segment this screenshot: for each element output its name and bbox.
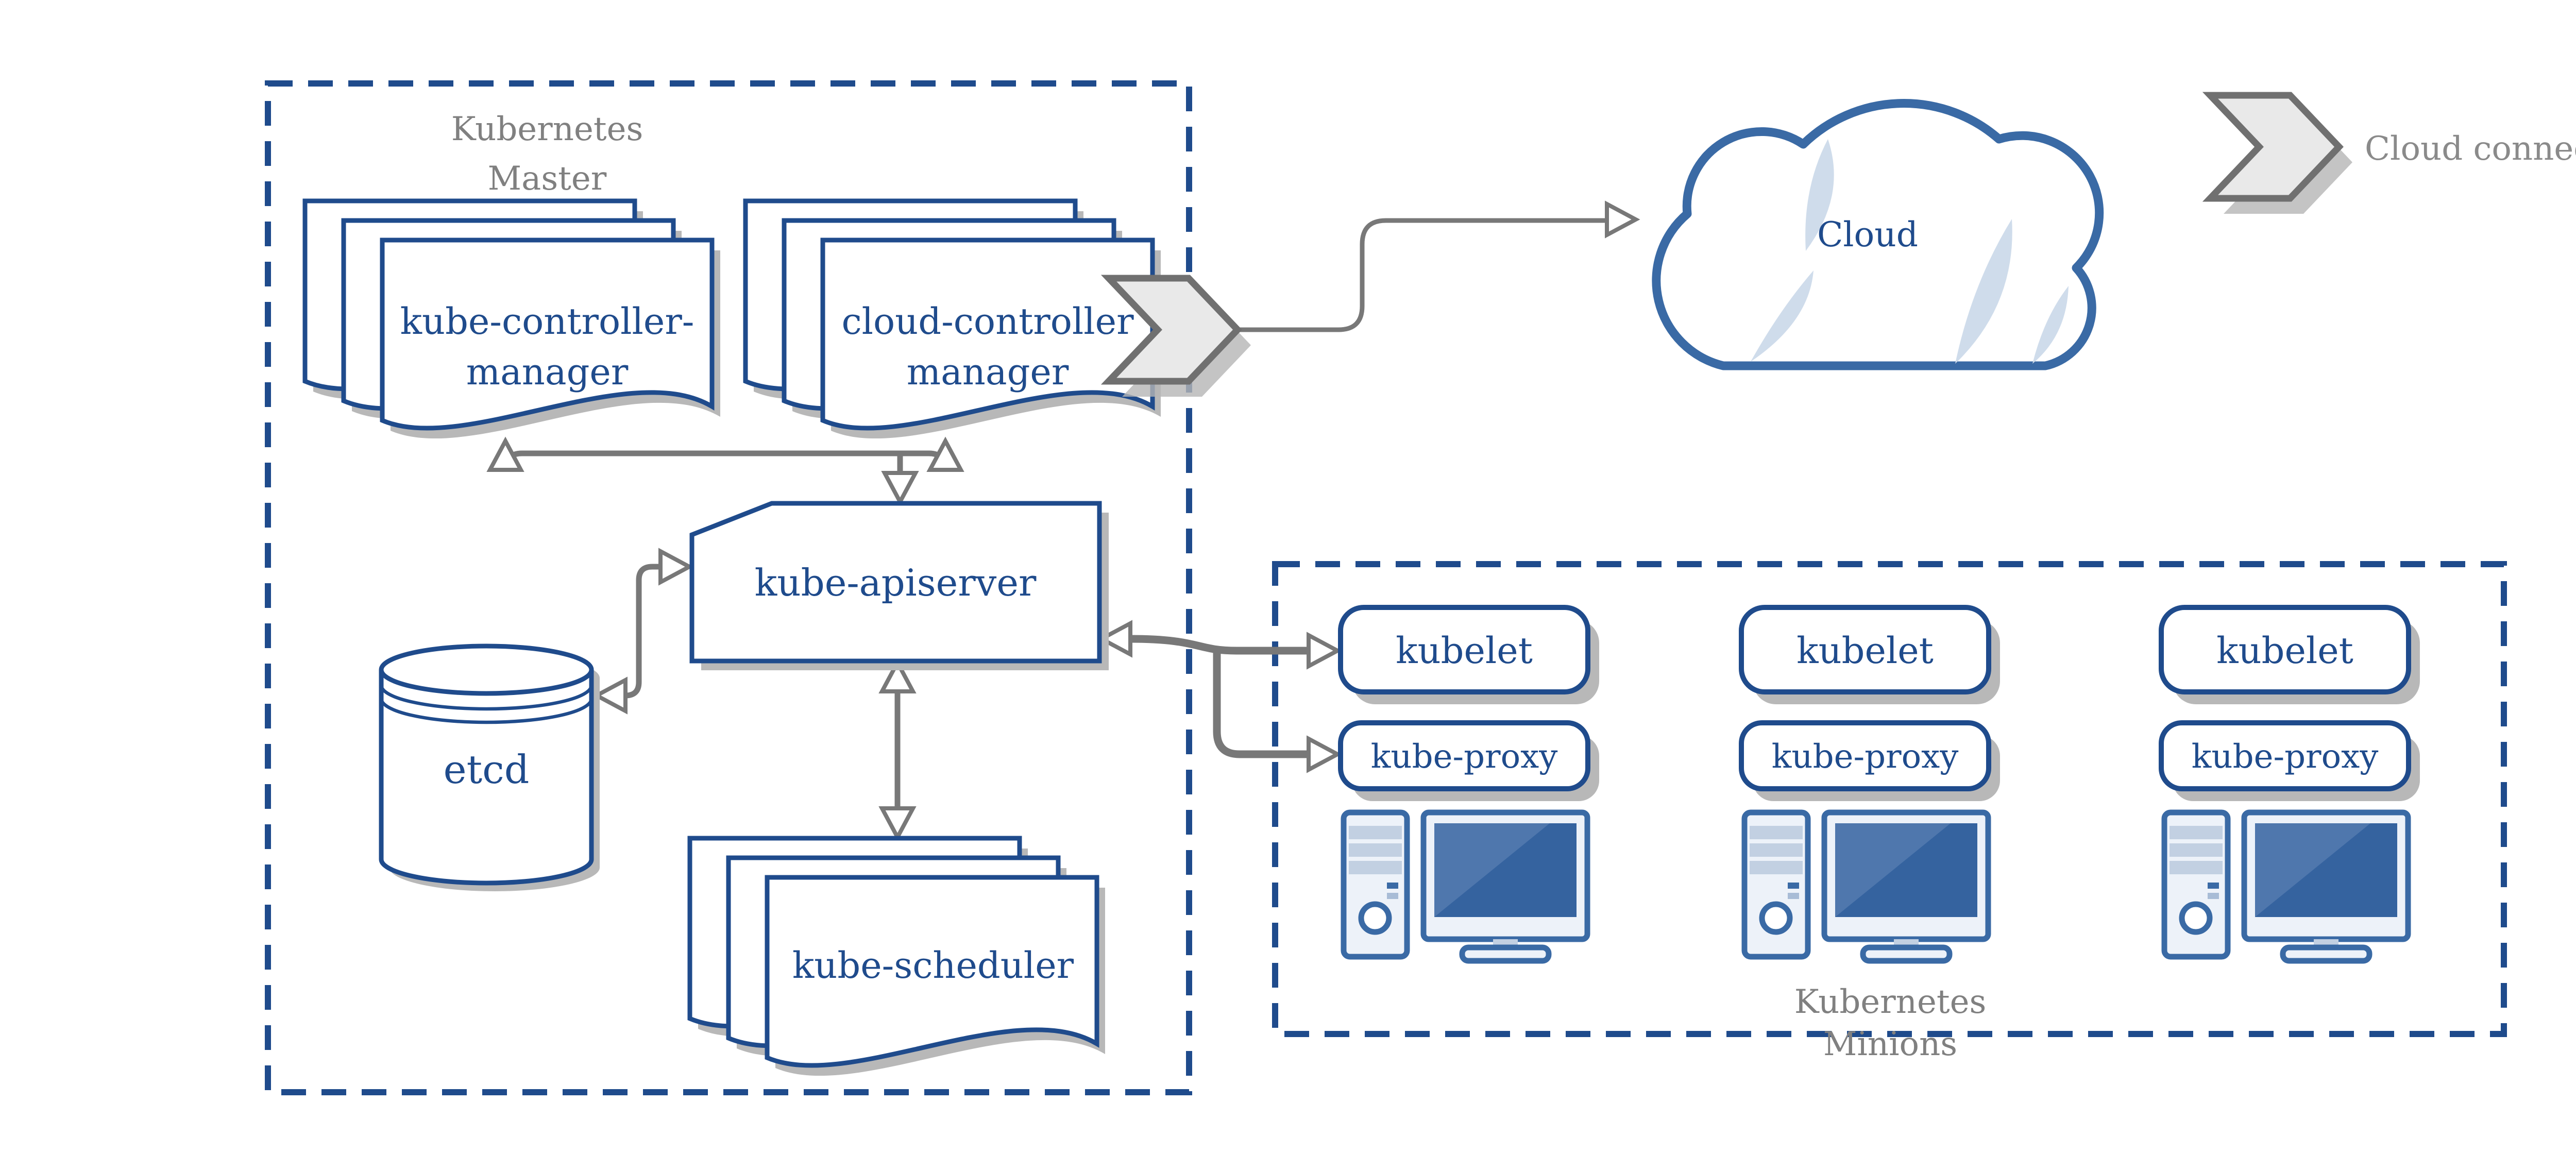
- arrowhead-right-kube-proxy: [1309, 739, 1337, 770]
- kubelet-label: kubelet: [1797, 630, 1934, 672]
- minion-node-2: kubelet kube-proxy: [1739, 605, 2000, 964]
- cloud-node: Cloud: [1652, 99, 2104, 370]
- legend-cloud-connector-label: Cloud connector: [2365, 130, 2576, 168]
- etcd-label: etcd: [444, 747, 530, 792]
- master-title-line2: Master: [488, 160, 607, 198]
- kube-scheduler-label: kube-scheduler: [792, 944, 1074, 987]
- kube-proxy-label: kube-proxy: [1371, 738, 1558, 776]
- computer-icon: [1341, 809, 1590, 964]
- legend-cloud-connector: Cloud connector: [2210, 95, 2576, 214]
- connector-apiserver-minions: [1101, 623, 1337, 770]
- kube-proxy-box: [2159, 720, 2411, 791]
- master-title-line1: Kubernetes: [451, 110, 643, 148]
- kubelet-box: [1739, 605, 1991, 694]
- minion-node-1: kubelet kube-proxy: [1338, 605, 1599, 964]
- kube-controller-manager-stack: kube-controller- manager: [305, 201, 720, 439]
- kube-apiserver-label: kube-apiserver: [755, 561, 1037, 604]
- arrowhead-right-apiserver-left: [660, 551, 689, 582]
- connector-chevron-cloud: [1238, 204, 1636, 332]
- minion-node-3: kubelet kube-proxy: [2159, 605, 2420, 964]
- kubelet-box: [2159, 605, 2411, 694]
- kube-proxy-box: [1739, 720, 1991, 791]
- kube-apiserver-node: kube-apiserver: [689, 501, 1109, 670]
- kube-scheduler-stack: kube-scheduler: [690, 838, 1105, 1076]
- kubelet-label: kubelet: [1396, 630, 1533, 672]
- kube-controller-manager-label-line1: kube-controller-: [400, 300, 694, 343]
- arrowhead-down-scheduler: [882, 808, 913, 837]
- kube-proxy-box: [1338, 720, 1590, 791]
- cloud-accent: [1805, 139, 1834, 251]
- arrowhead-left-etcd: [597, 680, 625, 711]
- kube-proxy-label: kube-proxy: [2192, 738, 2379, 776]
- etcd-body: [379, 670, 594, 886]
- connector-apiserver-etcd: [597, 551, 689, 711]
- kube-apiserver-shape: [689, 501, 1102, 664]
- connector-controllers-apiserver: [490, 441, 961, 502]
- master-boundary-box: [265, 80, 1192, 1095]
- minions-title-line2: Minions: [1823, 1025, 1957, 1063]
- etcd-top: [379, 643, 594, 696]
- arrowhead-right-cloud: [1607, 204, 1636, 235]
- cloud-controller-manager-label-line1: cloud-controller: [841, 300, 1134, 343]
- arrowhead-down-apiserver: [885, 473, 916, 502]
- connector-apiserver-scheduler: [882, 663, 913, 837]
- computer-icon: [1741, 809, 1991, 964]
- kube-proxy-label: kube-proxy: [1772, 738, 1959, 776]
- cloud-label: Cloud: [1817, 215, 1918, 255]
- etcd-node: etcd: [379, 643, 600, 891]
- cloud-accent: [1955, 219, 2012, 364]
- arrowhead-right-kubelet: [1309, 635, 1337, 666]
- kubelet-box: [1338, 605, 1590, 694]
- minions-boundary-box: [1272, 561, 2507, 1037]
- etcd-ring: [379, 698, 594, 724]
- kubelet-label: kubelet: [2216, 630, 2353, 672]
- computer-icon: [2161, 809, 2411, 964]
- etcd-ring: [379, 685, 594, 711]
- cloud-controller-manager-label-line2: manager: [907, 351, 1069, 393]
- cloud-controller-manager-stack: cloud-controller manager: [745, 201, 1161, 439]
- cloud-accent: [2032, 286, 2069, 364]
- kube-controller-manager-label-line2: manager: [466, 351, 629, 393]
- minions-title-line1: Kubernetes: [1794, 983, 1987, 1021]
- cloud-accent: [1751, 270, 1814, 362]
